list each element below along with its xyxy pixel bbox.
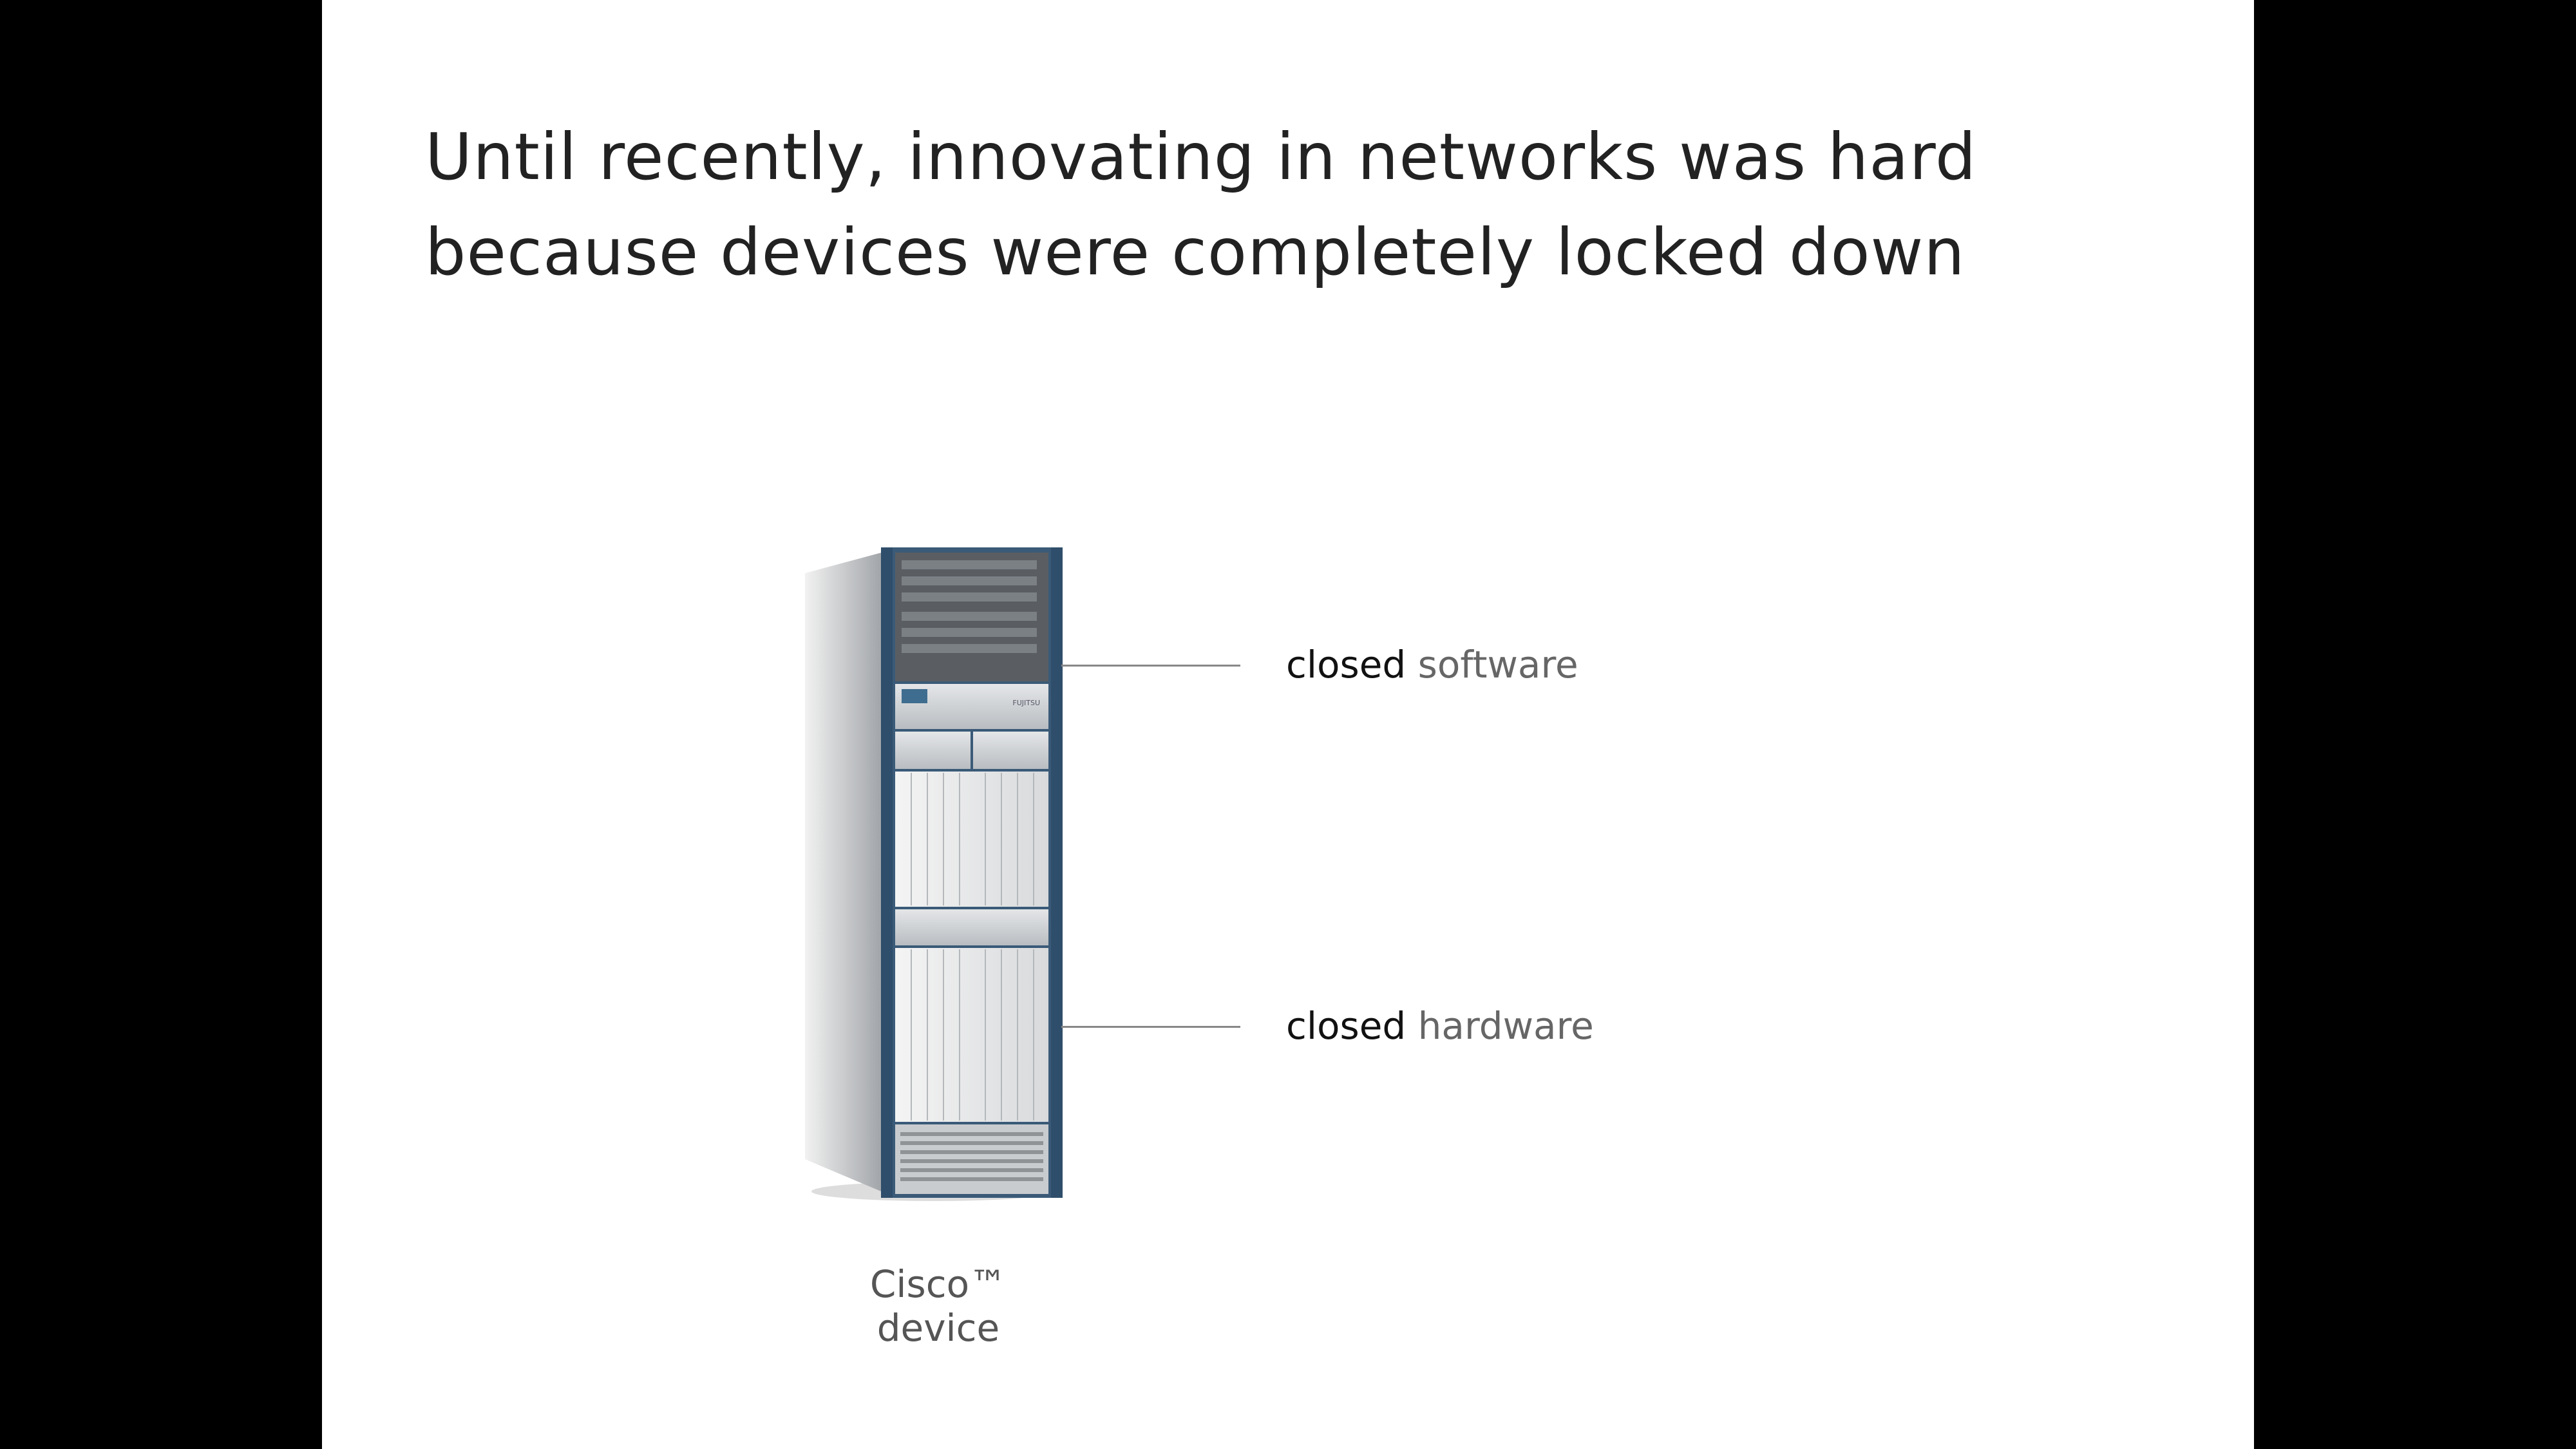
slide-title: Until recently, innovating in networks w…	[425, 109, 1976, 300]
software-leader-line	[1061, 665, 1240, 667]
title-line-1: Until recently, innovating in networks w…	[425, 119, 1977, 194]
slide: Until recently, innovating in networks w…	[322, 0, 2254, 1449]
label-keyword: closed	[1286, 643, 1406, 687]
label-value: hardware	[1417, 1004, 1594, 1048]
hardware-leader-line	[1061, 1026, 1240, 1028]
label-closed-software: closed software	[1286, 642, 1578, 687]
device-caption: Cisco™ device	[869, 1262, 1007, 1350]
router-chassis-image: FUJITSU	[805, 547, 1063, 1201]
title-line-2: because devices were completely locked d…	[425, 214, 1965, 290]
label-closed-hardware: closed hardware	[1286, 1003, 1594, 1048]
label-value: software	[1417, 643, 1578, 687]
label-keyword: closed	[1286, 1004, 1406, 1048]
device-logo: FUJITSU	[1012, 699, 1040, 707]
